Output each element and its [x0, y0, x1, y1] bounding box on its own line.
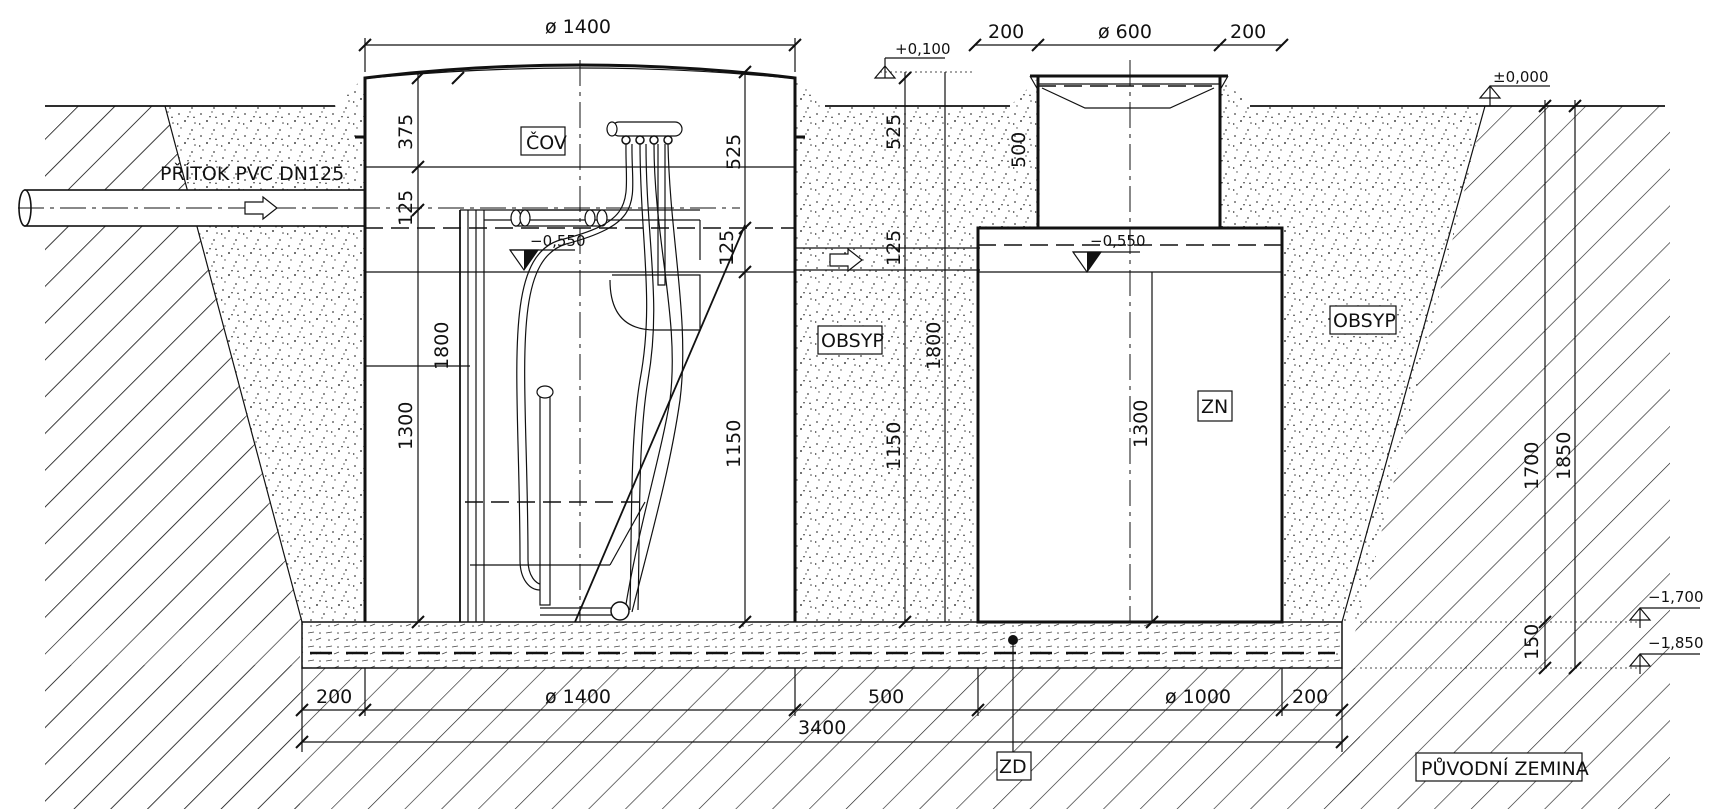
level-ground: ±0,000: [1493, 68, 1549, 86]
level-bottom: −1,700: [1648, 588, 1704, 606]
dim-1150a: 1150: [723, 420, 745, 468]
dim-top-d1400: ø 1400: [545, 16, 611, 38]
level-water-left: −0,550: [530, 232, 586, 250]
soil-hatch-bottom: [300, 668, 1360, 809]
label-pritok: PŘÍTOK PVC DN125: [160, 162, 344, 185]
base-slab: [301, 621, 1343, 669]
level-water-right: −0,550: [1090, 232, 1146, 250]
label-zn: ZN: [1201, 396, 1228, 418]
label-obsyp-left: OBSYP: [821, 330, 884, 352]
dim-150: 150: [1521, 624, 1543, 660]
dim-top-200a: 200: [988, 21, 1024, 43]
dimension-lines: [295, 38, 1700, 752]
dim-500: 500: [1008, 132, 1030, 168]
soil-hatch-right: [1340, 106, 1670, 809]
dim-1800a: 1800: [431, 322, 453, 370]
inflow-pipe: [18, 189, 740, 227]
dim-bot-200b: 200: [1292, 686, 1328, 708]
dim-1800b: 1800: [923, 322, 945, 370]
dim-1150b: 1150: [883, 422, 905, 470]
label-zd: ZD: [999, 756, 1027, 778]
cov-tank: [355, 60, 980, 623]
label-obsyp-right: OBSYP: [1333, 310, 1396, 332]
level-shaft-top: +0,100: [895, 40, 951, 58]
dim-bot-d1400: ø 1400: [545, 686, 611, 708]
dim-525b: 525: [883, 114, 905, 150]
dim-1300b: 1300: [1130, 400, 1152, 448]
label-cov: ČOV: [526, 130, 567, 154]
dim-top-200b: 200: [1230, 21, 1266, 43]
dim-375: 375: [395, 114, 417, 150]
dim-bot-3400: 3400: [798, 717, 846, 739]
zd-marker: [1008, 635, 1018, 753]
dim-1300a: 1300: [395, 402, 417, 450]
dim-525a: 525: [723, 134, 745, 170]
dim-1700: 1700: [1521, 442, 1543, 490]
excavation-outline: [45, 105, 1665, 623]
dim-bot-200a: 200: [316, 686, 352, 708]
dim-bot-500: 500: [868, 686, 904, 708]
dim-bot-d1000: ø 1000: [1165, 686, 1231, 708]
dim-125c: 125: [883, 230, 905, 266]
dim-top-d600: ø 600: [1098, 21, 1152, 43]
dim-125a: 125: [395, 190, 417, 226]
dim-1850: 1850: [1553, 432, 1575, 480]
dim-125b: 125: [716, 230, 738, 266]
soil-hatch-left: [45, 106, 305, 809]
zn-tank: [976, 60, 1284, 624]
label-puvodni-zemina: PŮVODNÍ ZEMINA: [1421, 756, 1589, 780]
level-base: −1,850: [1648, 634, 1704, 652]
